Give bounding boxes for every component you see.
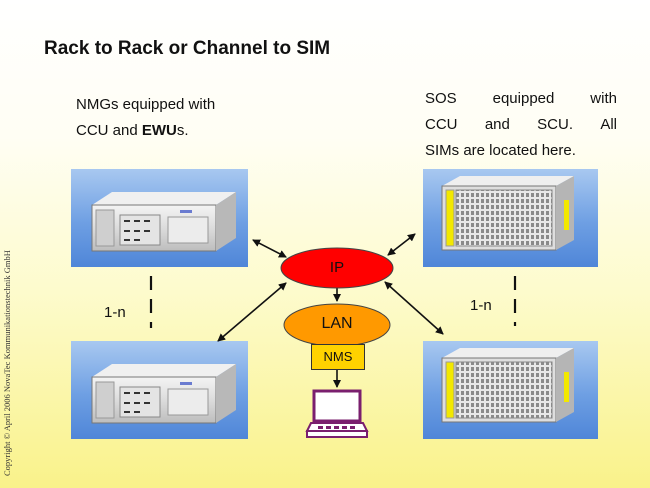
sos-word: equipped <box>492 90 555 107</box>
sos-word: All <box>600 116 617 133</box>
lan-label: LAN <box>321 315 353 332</box>
nmg-rack-top <box>91 192 236 252</box>
left-count-label: 1-n <box>104 304 126 321</box>
arrow-ip-sos-top <box>387 233 416 256</box>
arrow-ip-sos-bottom <box>384 281 444 335</box>
sos-description-line1: SOS equipped with <box>425 86 617 112</box>
nmg-line2-suffix: s. <box>176 122 189 139</box>
sos-word: SCU. <box>537 116 573 133</box>
ip-node <box>280 247 394 289</box>
sos-rack-bottom <box>441 348 574 423</box>
nmg-rack-bottom <box>91 364 236 424</box>
sos-word: SOS <box>425 90 457 107</box>
nmg-description-line2: CCU and EWUs. <box>76 118 215 144</box>
nmg-line2-bold: EWU <box>141 122 177 139</box>
sos-description: SOS equipped with CCU and SCU. All SIMs … <box>425 86 617 164</box>
sos-word: with <box>590 90 617 107</box>
slide-title: Rack to Rack or Channel to SIM <box>44 38 331 59</box>
sos-description-line3: SIMs are located here. <box>425 142 576 159</box>
right-count-label: 1-n <box>470 297 492 314</box>
sos-word: CCU <box>425 116 458 133</box>
sos-rack-top <box>441 176 574 251</box>
sos-word: and <box>484 116 510 133</box>
computer-icon <box>305 389 369 438</box>
sos-description-line2: CCU and SCU. All <box>425 112 617 138</box>
nmg-description: NMGs equipped with CCU and EWUs. <box>76 92 215 144</box>
arrow-ip-nmg-bottom <box>217 282 287 342</box>
ip-label: IP <box>329 259 345 276</box>
nmg-description-line1: NMGs equipped with <box>76 96 216 113</box>
nmg-line2-prefix: CCU and <box>76 122 142 139</box>
arrow-ip-nmg-top <box>252 239 287 258</box>
nms-box: NMS <box>311 344 365 370</box>
